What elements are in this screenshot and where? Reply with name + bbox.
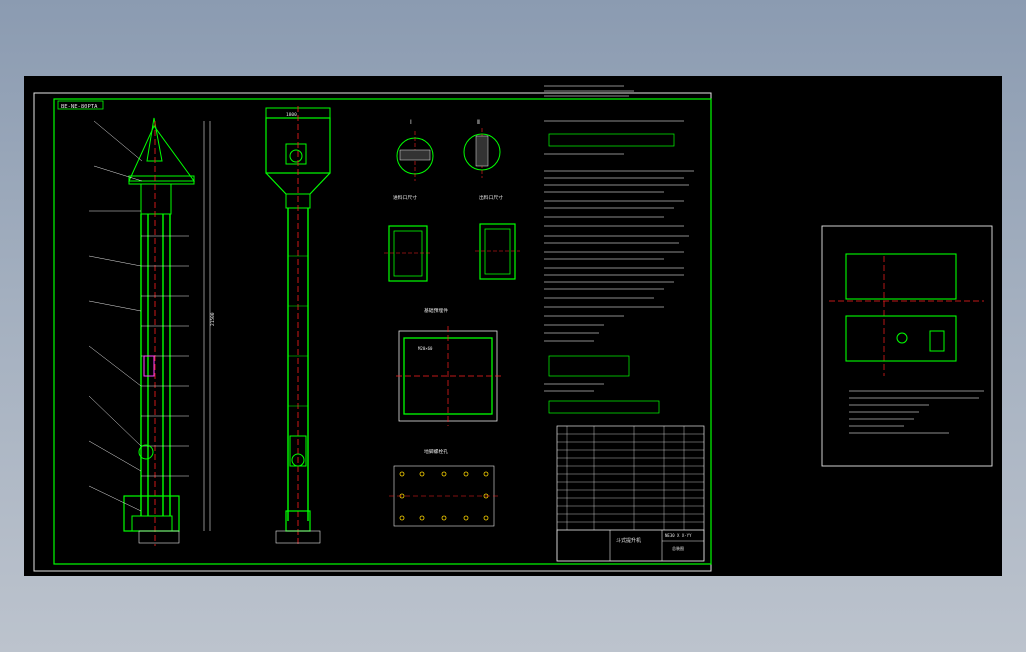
sheet-outer-frame	[33, 92, 712, 572]
anchor-bolt-plan: 地脚螺栓孔	[389, 448, 499, 527]
top-dimension: 1800	[286, 112, 297, 118]
height-dimension: 21500	[210, 312, 216, 326]
cad-canvas[interactable]: BE-NE-80PTA 21500	[24, 76, 1002, 576]
cad-drawing: BE-NE-80PTA 21500	[33, 85, 993, 572]
section-mark-1: Ⅰ	[410, 119, 412, 126]
section-mark-2: Ⅱ	[477, 119, 480, 126]
detail-title-anchor: 地脚螺栓孔	[424, 448, 448, 455]
title-block-name: 斗式提升机	[616, 537, 641, 544]
callout-bolt: M20×60	[418, 346, 433, 351]
elevator-side-view: 1800	[265, 106, 331, 546]
technical-notes	[544, 85, 694, 414]
header-tag-box	[57, 100, 104, 110]
base-plate-detail: 基础预埋件 M20×60	[396, 307, 502, 426]
detail-title-outlet: 出料口尺寸	[479, 194, 503, 201]
title-block-model: NE30 X X-YY	[665, 533, 692, 538]
title-block-sheet: 总装图	[672, 545, 684, 551]
parts-list-table: 斗式提升机 NE30 X X-YY 总装图	[556, 425, 705, 562]
section-details: Ⅰ Ⅱ	[396, 119, 501, 181]
elevator-front-view: 21500	[88, 117, 216, 546]
auxiliary-sheet	[821, 225, 993, 467]
detail-title-base: 基础预埋件	[424, 307, 448, 314]
header-tag: BE-NE-80PTA	[61, 104, 98, 110]
sheet-inner-frame	[53, 98, 712, 565]
detail-title-inlet: 进料口尺寸	[393, 194, 417, 201]
opening-details: 进料口尺寸 出料口尺寸	[384, 194, 520, 282]
